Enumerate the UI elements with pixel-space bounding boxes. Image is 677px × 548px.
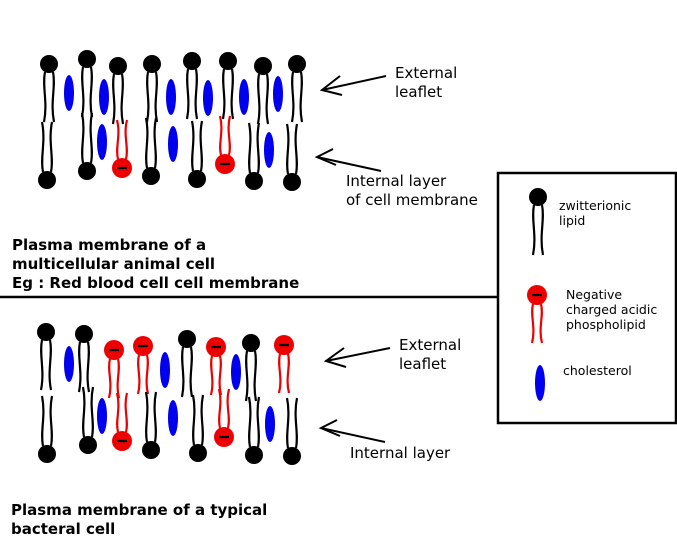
cholesterol-molecule: [203, 80, 213, 116]
acidic-phospholipid: [104, 340, 124, 399]
cholesterol-molecule: [166, 79, 176, 115]
zwitterionic-lipid: [142, 391, 160, 459]
cholesterol-molecule: [231, 354, 241, 390]
legend-cholesterol-label: cholesterol: [563, 363, 632, 378]
bottom-external-label: External leaflet: [399, 336, 462, 373]
zwitterionic-lipid: [37, 323, 55, 391]
cholesterol-molecule: [99, 79, 109, 115]
bottom-external-arrow: [323, 347, 391, 368]
cholesterol-molecule: [168, 400, 178, 436]
cholesterol-molecule: [64, 75, 74, 111]
legend-cholesterol-icon: [535, 365, 545, 401]
legend-zwitterionic-icon: [529, 188, 547, 256]
zwitterionic-lipid: [79, 386, 97, 454]
zwitterionic-lipid: [219, 52, 237, 120]
zwitterionic-lipid: [283, 123, 301, 191]
bottom-internal-label: Internal layer: [350, 444, 451, 462]
zwitterionic-lipid: [78, 112, 96, 180]
top-internal-label: Internal layer of cell membrane: [346, 172, 478, 209]
acidic-phospholipid: [214, 388, 234, 447]
zwitterionic-lipid: [254, 57, 272, 125]
cholesterol-molecule: [97, 398, 107, 434]
bottom-internal-arrow: [318, 419, 386, 443]
acidic-phospholipid: [274, 335, 294, 394]
cholesterol-molecule: [168, 126, 178, 162]
acidic-phospholipid: [112, 119, 132, 178]
zwitterionic-lipid: [188, 120, 206, 188]
zwitterionic-lipid: [283, 397, 301, 465]
top-internal-arrow: [314, 148, 382, 172]
cholesterol-molecule: [264, 132, 274, 168]
legend-zwitterionic-label: zwitterionic lipid: [559, 198, 632, 228]
zwitterionic-lipid: [245, 122, 263, 190]
top-caption: Plasma membrane of a multicellular anima…: [12, 236, 300, 292]
zwitterionic-lipid: [109, 57, 127, 125]
zwitterionic-lipid: [143, 55, 161, 123]
zwitterionic-lipid: [78, 50, 96, 118]
zwitterionic-lipid: [183, 52, 201, 120]
legend-acidic-icon: [527, 285, 547, 344]
legend-icons: [527, 188, 547, 401]
cholesterol-molecule: [64, 346, 74, 382]
cholesterol-molecule: [160, 352, 170, 388]
bottom-membrane-bilayer: [37, 323, 301, 465]
cholesterol-molecule: [97, 124, 107, 160]
bottom-caption: Plasma membrane of a typical bacteral ce…: [11, 501, 268, 538]
zwitterionic-lipid: [242, 334, 260, 402]
acidic-phospholipid: [112, 392, 132, 451]
zwitterionic-lipid: [288, 55, 306, 123]
top-external-label: External leaflet: [395, 64, 458, 101]
top-membrane-bilayer: [38, 50, 306, 191]
zwitterionic-lipid: [245, 396, 263, 464]
acidic-phospholipid: [133, 336, 153, 395]
cholesterol-molecule: [239, 79, 249, 115]
zwitterionic-lipid: [142, 117, 160, 185]
zwitterionic-lipid: [40, 55, 58, 123]
zwitterionic-lipid: [75, 325, 93, 393]
cholesterol-molecule: [273, 76, 283, 112]
top-external-arrow: [319, 75, 387, 96]
zwitterionic-lipid: [189, 394, 207, 462]
cholesterol-molecule: [265, 406, 275, 442]
zwitterionic-lipid: [38, 121, 56, 189]
legend-acidic-label: Negative charged acidic phospholipid: [566, 287, 658, 332]
zwitterionic-lipid: [38, 395, 56, 463]
acidic-phospholipid: [215, 115, 235, 174]
acidic-phospholipid: [206, 337, 226, 396]
zwitterionic-lipid: [178, 330, 196, 398]
